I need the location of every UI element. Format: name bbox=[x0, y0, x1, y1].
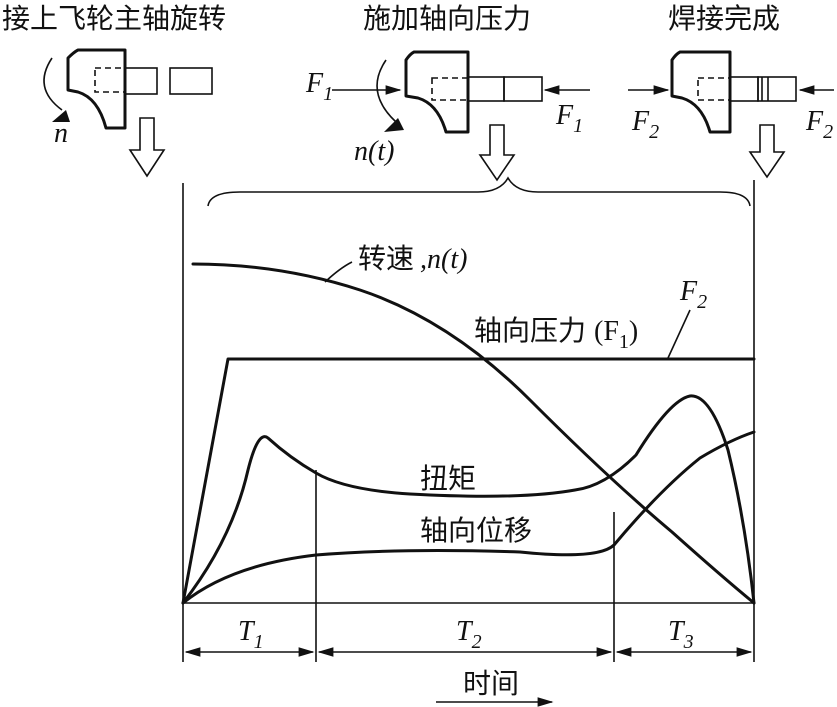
axial-displacement-curve bbox=[181, 430, 756, 605]
stage-3: 焊接完成 F2 F2 bbox=[628, 2, 834, 179]
speed-label-nt: n(t) bbox=[354, 136, 394, 167]
rotation-arrowhead-1 bbox=[52, 110, 70, 122]
workpiece-3 bbox=[757, 76, 797, 102]
rotation-arrow-2 bbox=[376, 59, 397, 123]
stage-3-title: 焊接完成 bbox=[668, 2, 780, 35]
down-arrow-1 bbox=[128, 117, 166, 178]
spindle-socket-2 bbox=[431, 77, 469, 101]
time-axis-label: 时间 bbox=[463, 667, 519, 700]
workpiece-1 bbox=[169, 67, 213, 95]
torque-curve bbox=[181, 394, 756, 605]
force-label-left-3: F2 bbox=[631, 106, 659, 143]
down-arrow-2 bbox=[478, 124, 516, 182]
rotation-arrowhead-2 bbox=[384, 118, 404, 132]
rotation-arrow-1 bbox=[43, 57, 63, 111]
speed-label: 转速,n(t) bbox=[358, 242, 467, 275]
shaft-stub-3 bbox=[729, 76, 759, 102]
flywheel-part-3 bbox=[670, 50, 732, 134]
force-label-left: F1 bbox=[305, 68, 333, 105]
phase-2-label: T2 bbox=[456, 616, 482, 653]
shaft-stub-1 bbox=[124, 67, 158, 95]
spindle-socket-1 bbox=[94, 67, 126, 93]
flywheel-part-2 bbox=[404, 50, 470, 134]
axial-displacement-label: 轴向位移 bbox=[420, 514, 532, 547]
speed-leader-line bbox=[324, 261, 353, 283]
stage-1-title: 接上飞轮主轴旋转 bbox=[2, 2, 226, 35]
phase-3-label: T3 bbox=[668, 616, 694, 653]
spindle-socket-3 bbox=[697, 77, 731, 101]
f2-label: F2 bbox=[679, 276, 707, 313]
force-label-right: F1 bbox=[555, 100, 583, 137]
brace bbox=[207, 176, 751, 207]
stage-2-title: 施加轴向压力 bbox=[363, 2, 531, 35]
axial-pressure-label: 轴向压力(F1) F2 bbox=[474, 276, 707, 359]
speed-label-n: n bbox=[54, 118, 68, 149]
f2-leader-line bbox=[667, 309, 691, 359]
flywheel-part-1 bbox=[66, 48, 127, 130]
force-label-right-3: F2 bbox=[805, 106, 833, 143]
workpiece-2 bbox=[503, 76, 543, 102]
axial-pressure-curve bbox=[181, 357, 756, 605]
shaft-stub-2 bbox=[467, 76, 505, 102]
stage-1: 接上飞轮主轴旋转 n bbox=[2, 2, 226, 178]
down-arrow-3 bbox=[748, 124, 786, 179]
speed-curve-label: 转速,n(t) bbox=[324, 242, 467, 283]
phase-1-label: T1 bbox=[238, 616, 264, 653]
stage-2: 施加轴向压力 F1 F1 n(t) bbox=[305, 2, 590, 182]
torque-label: 扭矩 bbox=[420, 462, 476, 495]
axial-pressure-text: 轴向压力(F1) bbox=[474, 314, 638, 353]
speed-curve bbox=[191, 262, 756, 605]
